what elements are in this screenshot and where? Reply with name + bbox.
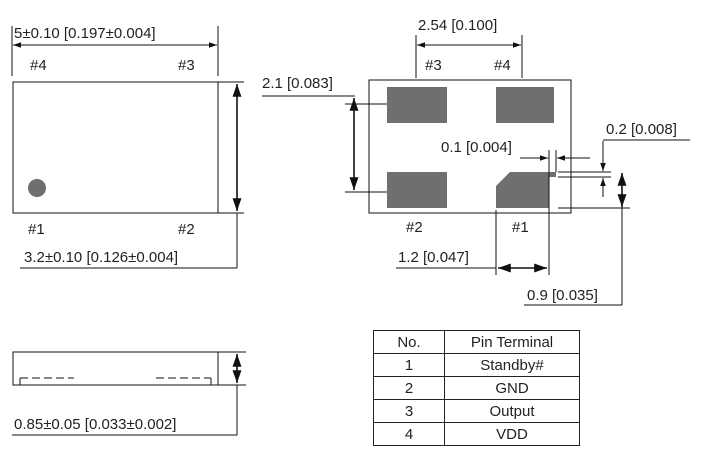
- header-pin-terminal: Pin Terminal: [444, 330, 580, 354]
- pin-function-cell: Output: [444, 399, 580, 423]
- pad-pin-4-label: #4: [494, 57, 511, 74]
- table-row: 3 Output: [373, 399, 580, 423]
- pad-package-outline: [368, 79, 572, 214]
- side-package-outline: [12, 351, 219, 386]
- pad-pitch-dimension-label: 2.54 [0.100]: [418, 17, 497, 34]
- pad-width-dimension-label: 1.2 [0.047]: [398, 249, 469, 266]
- top-pin-4-label: #4: [30, 57, 47, 74]
- pad-pin-3-label: #3: [425, 57, 442, 74]
- pin-number-cell: 1: [373, 353, 445, 377]
- pad-height-small-dimension-label: 0.9 [0.035]: [527, 287, 598, 304]
- top-pin-2-label: #2: [178, 221, 195, 238]
- top-height-dimension-label: 3.2±0.10 [0.126±0.004]: [24, 249, 178, 266]
- top-pin-3-label: #3: [178, 57, 195, 74]
- top-package-outline: [12, 81, 219, 214]
- pad-2: [387, 172, 447, 208]
- pin-function-cell: VDD: [444, 422, 580, 446]
- table-row: 4 VDD: [373, 422, 580, 446]
- header-no: No.: [373, 330, 445, 354]
- pin-function-cell: GND: [444, 376, 580, 400]
- top-view: 5±0.10 [0.197±0.004] #4 #3 #1 #2 3.2±0.1…: [11, 25, 244, 269]
- side-thickness-dimension-label: 0.85±0.05 [0.033±0.002]: [14, 416, 176, 433]
- pin-function-cell: Standby#: [444, 353, 580, 377]
- pin-number-cell: 3: [373, 399, 445, 423]
- pad-1-chamfered: [496, 172, 556, 208]
- pad-4: [496, 87, 554, 123]
- pad-height-dimension-label: 2.1 [0.083]: [262, 75, 333, 92]
- table-header-row: No. Pin Terminal: [373, 330, 580, 354]
- pin-number-cell: 2: [373, 376, 445, 400]
- pin-number-cell: 4: [373, 422, 445, 446]
- pad-gap-dimension-label: 0.1 [0.004]: [441, 139, 512, 156]
- pad-chamfer-dimension-label: 0.2 [0.008]: [606, 121, 677, 138]
- table-row: 2 GND: [373, 376, 580, 400]
- top-width-dimension-label: 5±0.10 [0.197±0.004]: [14, 25, 156, 42]
- pin-terminal-table: No. Pin Terminal 1 Standby# 2 GND 3 Outp…: [373, 330, 580, 446]
- pad-pin-1-label: #1: [512, 219, 529, 236]
- pin-1-marker-dot: [28, 179, 46, 197]
- side-view: 0.85±0.05 [0.033±0.002]: [12, 351, 246, 436]
- table-row: 1 Standby#: [373, 353, 580, 377]
- top-pin-1-label: #1: [28, 221, 45, 238]
- pad-3: [387, 87, 447, 123]
- pad-pin-2-label: #2: [406, 219, 423, 236]
- pad-view: 2.54 [0.100] #3 #4 #2 #1 2.1 [0.083] 0.1…: [262, 17, 690, 306]
